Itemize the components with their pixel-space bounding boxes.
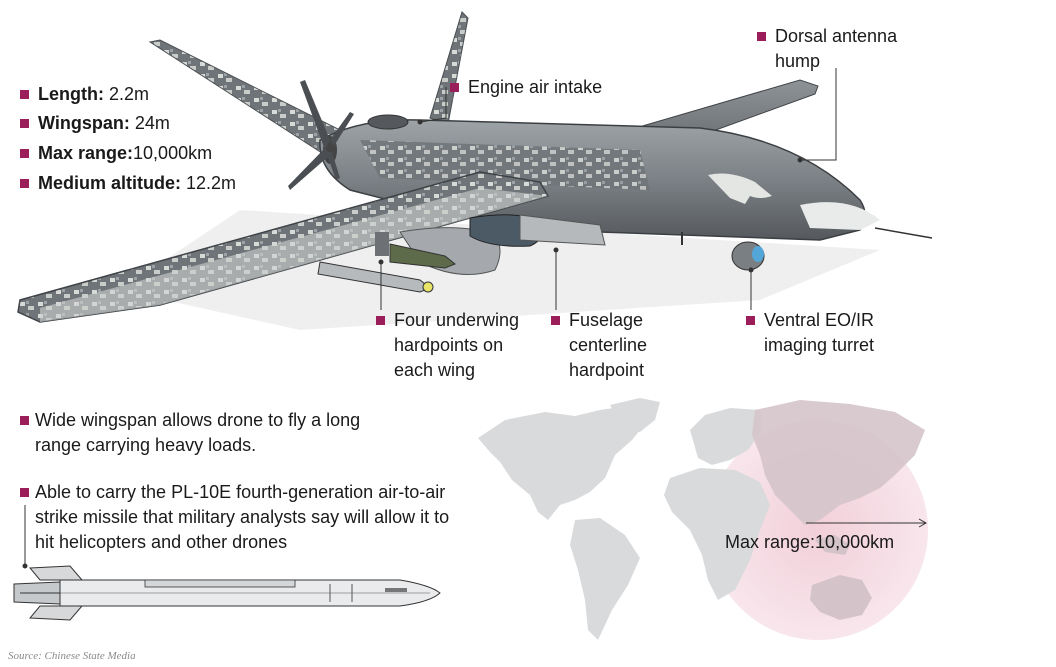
- pylon-1: [375, 232, 389, 256]
- fact-pl10e: Able to carry the PL-10E fourth-generati…: [20, 480, 515, 555]
- greenland: [610, 398, 660, 432]
- drone-illustration: [17, 11, 933, 323]
- rear-right-wing: [429, 11, 469, 125]
- propeller: [288, 80, 354, 190]
- south-america: [570, 518, 640, 640]
- left-wing-shading: [40, 188, 548, 322]
- world-map: [478, 398, 928, 640]
- asia: [752, 400, 925, 525]
- callout-engine-intake: Engine air intake: [450, 75, 602, 100]
- fact-wingspan: Wide wingspan allows drone to fly a long…: [20, 408, 515, 458]
- spec-length: Length: 2.2m: [20, 82, 149, 106]
- missile-fin-bottom: [28, 605, 84, 621]
- missile-green: [389, 243, 456, 269]
- nose: [800, 202, 880, 230]
- leader-engine-intake: [419, 87, 447, 123]
- leader-lines: [22, 68, 837, 569]
- leader-dorsal: [800, 68, 837, 161]
- spec-max-range: Max range:10,000km: [20, 141, 212, 165]
- pitot-tube: [874, 227, 933, 239]
- spec-altitude: Medium altitude: 12.2m: [20, 171, 236, 195]
- se-asia-islands: [815, 535, 850, 555]
- africa: [664, 468, 770, 600]
- range-arrow-head: [918, 518, 928, 528]
- engine-intake: [367, 114, 409, 130]
- pl10e-missile: [13, 565, 441, 621]
- missile-fin-top: [28, 565, 84, 581]
- spec-wingspan: Wingspan: 24m: [20, 111, 170, 135]
- north-america: [478, 404, 648, 520]
- source-credit: Source: Chinese State Media: [8, 650, 136, 662]
- map-range-label: Max range:10,000km: [725, 532, 895, 552]
- australia: [810, 575, 872, 620]
- fuselage-camo: [360, 140, 650, 190]
- belly-pod: [519, 214, 606, 246]
- eagle-emblem: [708, 173, 772, 204]
- europe: [690, 408, 762, 465]
